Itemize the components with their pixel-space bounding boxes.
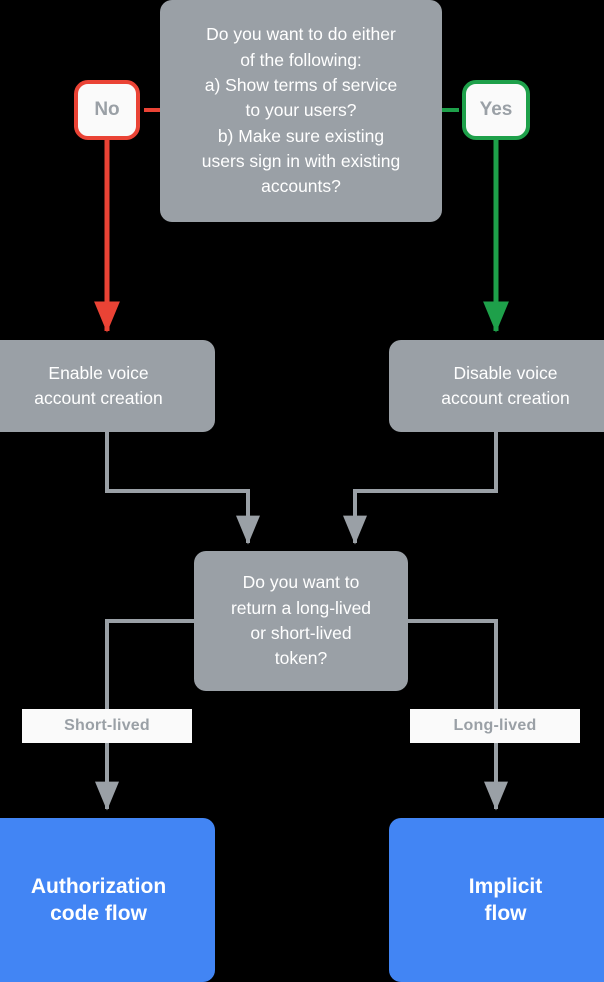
question-token-line-1: Do you want to [242,572,360,593]
question-consent-line-6: users sign in with existing [201,151,401,172]
edge-label-long-lived: Long-lived [410,709,580,743]
question-consent-line-7: accounts? [261,176,341,197]
implicit-flow-line-1: Implicit [468,874,543,898]
node-disable-voice-account-creation[interactable]: Disable voice account creation [389,340,604,432]
answer-no-label: No [94,99,120,120]
short-lived-text: Short-lived [64,717,150,734]
question-consent-line-2: of the following: [240,49,362,70]
node-question-consent[interactable]: Do you want to do either of the followin… [160,0,442,222]
node-question-token-lifetime[interactable]: Do you want to return a long-lived or sh… [194,551,408,691]
node-outcome-authorization-code-flow[interactable]: Authorization code flow [0,818,215,982]
decision-answer-yes[interactable]: Yes [462,80,530,140]
connector-enable-voice-to-token-question [105,432,260,545]
connector-disable-voice-to-token-question [343,432,498,545]
node-outcome-implicit-flow[interactable]: Implicit flow [389,818,604,982]
auth-code-flow-line-1: Authorization [30,874,167,898]
question-consent-line-3: a) Show terms of service [204,74,398,95]
question-consent-line-5: b) Make sure existing [217,125,385,146]
question-consent-line-1: Do you want to do either [206,24,396,45]
disable-voice-line-2: account creation [441,388,570,408]
question-token-line-4: token? [274,648,328,669]
question-consent-line-4: to your users? [245,100,357,121]
enable-voice-line-2: account creation [34,388,163,408]
decision-answer-no[interactable]: No [74,80,140,140]
long-lived-text: Long-lived [453,717,537,734]
enable-voice-line-1: Enable voice [48,362,149,383]
implicit-flow-line-2: flow [484,902,527,925]
question-token-line-3: or short-lived [250,623,352,643]
question-token-line-2: return a long-lived [230,597,372,618]
auth-code-flow-line-2: code flow [50,902,147,925]
node-enable-voice-account-creation[interactable]: Enable voice account creation [0,340,215,432]
edge-label-short-lived: Short-lived [22,709,192,743]
answer-yes-label: Yes [479,99,513,120]
disable-voice-line-1: Disable voice [453,362,558,383]
